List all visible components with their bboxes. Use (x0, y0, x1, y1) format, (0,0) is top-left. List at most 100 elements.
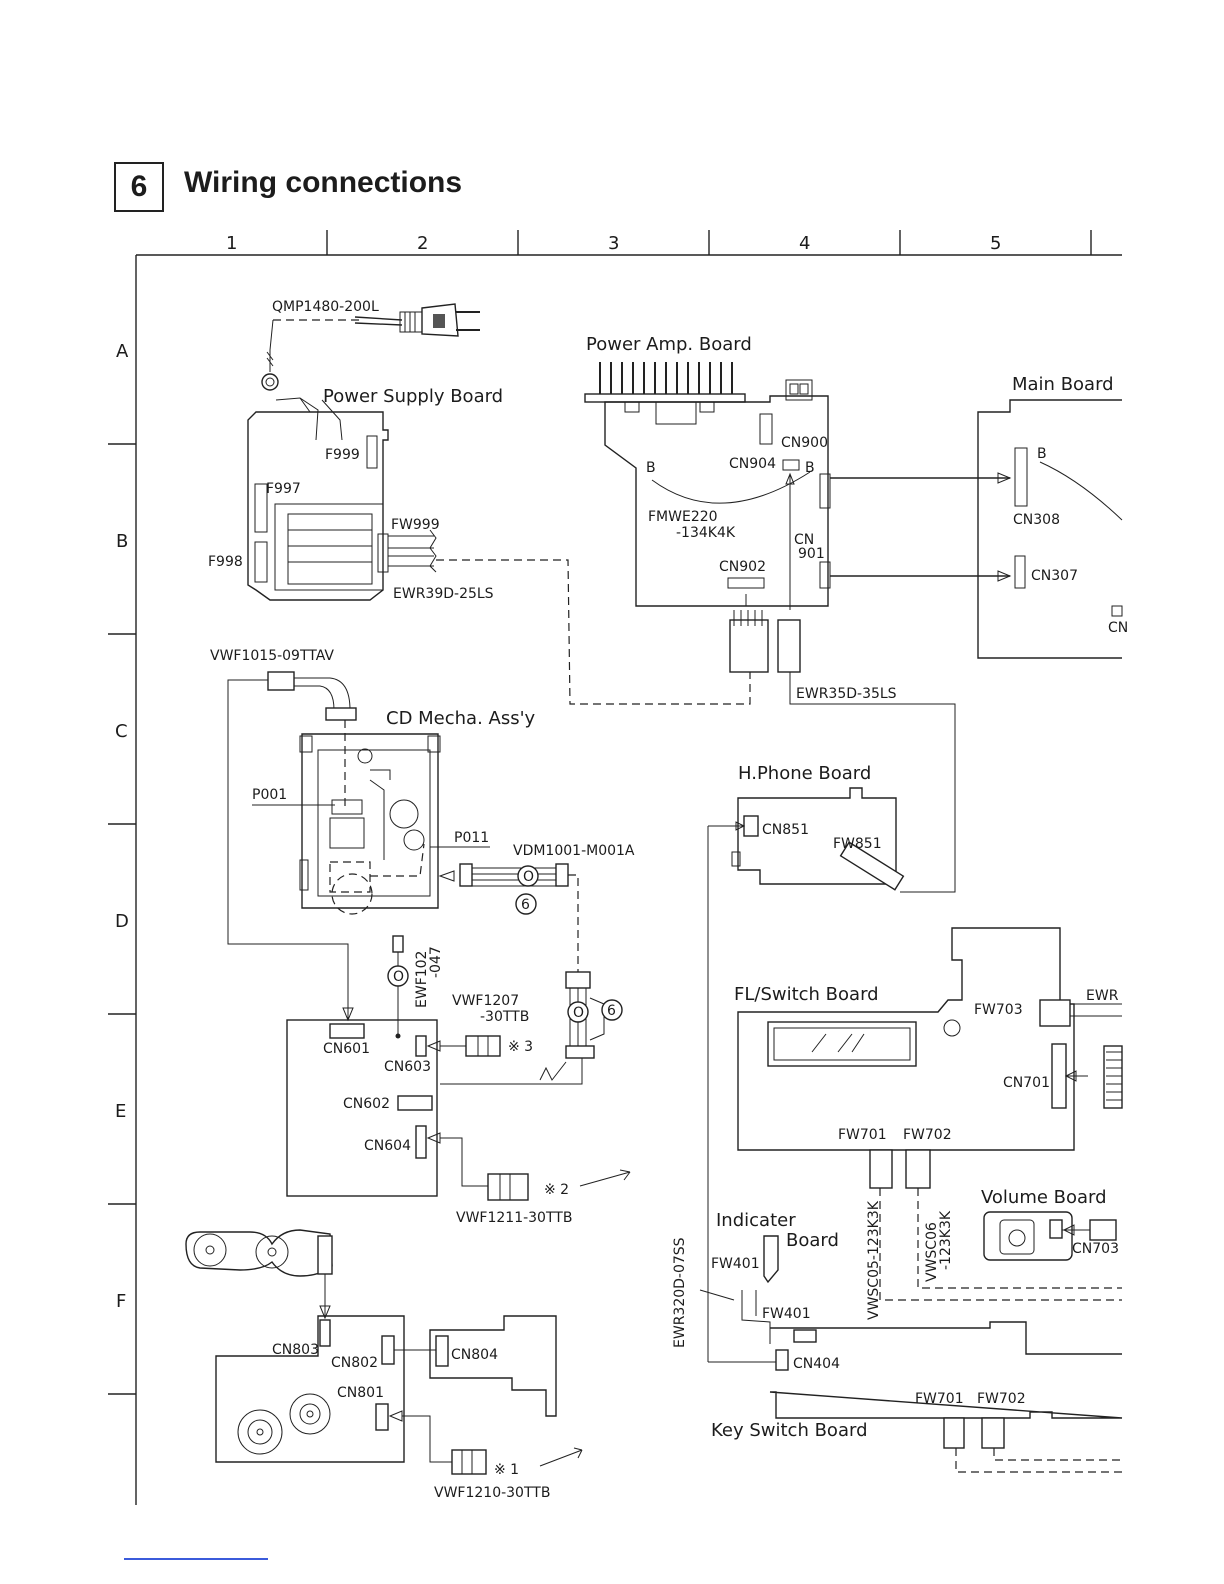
vwf1207-suffix-label: -30TTB (480, 1009, 529, 1025)
key-switch-board (708, 1321, 1123, 1473)
vwf1015-label: VWF1015-09TTAV (210, 648, 334, 664)
cn801-label: CN801 (337, 1385, 384, 1401)
cn601-label: CN601 (323, 1041, 370, 1057)
fw401-top-label: FW401 (711, 1256, 760, 1272)
ewr-cut-label: EWR (1086, 988, 1119, 1004)
cable-vwf1207 (440, 971, 605, 1085)
ref-6-label-2: 6 (607, 1003, 616, 1019)
main-board (830, 399, 1123, 659)
cn900-label: CN900 (781, 435, 828, 451)
heatsink-icon (584, 362, 746, 403)
ribbon-fw701-fw702 (869, 1149, 1122, 1301)
cn701-label: CN701 (1003, 1075, 1050, 1091)
ewf102-suffix-label: -047 (428, 946, 444, 978)
cn803-label: CN803 (272, 1342, 319, 1358)
grid-col-5: 5 (990, 233, 1001, 254)
ribbon-cables-power-amp (729, 472, 956, 893)
vwf1210-label: VWF1210-30TTB (434, 1485, 550, 1501)
volume-board (983, 1211, 1117, 1261)
vwsc06-suffix-label: -123K3K (938, 1210, 954, 1270)
ferrite-o-label-3: O (573, 1005, 584, 1021)
cn602-label: CN602 (343, 1096, 390, 1112)
cn904-label: CN904 (729, 456, 776, 472)
cd-servo-board (286, 1019, 438, 1197)
plug-part-number: QMP1480-200L (272, 299, 379, 315)
fmwe220-suffix-label: -134K4K (676, 525, 736, 541)
fw701-top-label: FW701 (838, 1127, 887, 1143)
vwf1211-label: VWF1211-30TTB (456, 1210, 572, 1226)
fw851-label: FW851 (833, 836, 882, 852)
cd-mecha-label: CD Mecha. Ass'y (386, 708, 536, 729)
ewr320d-label: EWR320D-07SS (672, 1237, 688, 1348)
vwf1207-label: VWF1207 (452, 993, 519, 1009)
grid-row-d: D (115, 911, 129, 932)
cn307-label: CN307 (1031, 568, 1078, 584)
connector-vwf1210 (388, 1410, 583, 1475)
fuse-f999-label: F999 (325, 447, 360, 463)
note-3-label: ※ 3 (508, 1039, 533, 1055)
fw702-top-label: FW702 (903, 1127, 952, 1143)
connector-vwf1211 (426, 1132, 631, 1201)
ref-circle-6-icon (515, 893, 537, 915)
main-board-label: Main Board (1012, 374, 1114, 395)
fl-switch-board (737, 927, 1123, 1151)
h-phone-board (707, 787, 905, 1362)
cn901-number-label: 901 (798, 546, 825, 562)
grid-col-1: 1 (226, 233, 237, 254)
fw702-bottom-label: FW702 (977, 1391, 1026, 1407)
motor-board-cn804 (394, 1315, 557, 1417)
power-amp-board-label: Power Amp. Board (586, 334, 752, 355)
key-switch-board-label: Key Switch Board (711, 1420, 868, 1441)
section-number: 6 (114, 162, 164, 212)
grid-row-b: B (116, 531, 128, 552)
connector-vwf1207 (426, 1035, 567, 1081)
fw999-label: FW999 (391, 517, 440, 533)
volume-board-label: Volume Board (981, 1187, 1107, 1208)
fuse-f997-label: F997 (266, 481, 301, 497)
ewr39d-label: EWR39D-25LS (393, 586, 494, 602)
cn404-label: CN404 (793, 1356, 840, 1372)
note-1-label: ※ 1 (494, 1462, 519, 1478)
vwsc06-label: VWSC06 (924, 1222, 940, 1282)
cn703-label: CN703 (1072, 1241, 1119, 1257)
power-amp-b-left-label: B (646, 460, 656, 476)
h-phone-board-label: H.Phone Board (738, 763, 871, 784)
cn603-label: CN603 (384, 1059, 431, 1075)
power-plug-icon (273, 303, 480, 337)
fl-switch-board-label: FL/Switch Board (734, 984, 879, 1005)
note-2-label: ※ 2 (544, 1182, 569, 1198)
indicater-board-label-2: Board (786, 1230, 839, 1251)
cassette-deck-board (215, 1315, 405, 1463)
cable-vdm1001 (438, 863, 579, 972)
grid-col-3: 3 (608, 233, 619, 254)
cn804-label: CN804 (451, 1347, 498, 1363)
fmwe220-label: FMWE220 (648, 509, 718, 525)
cassette-mechanism-icon (185, 1229, 333, 1320)
power-supply-board-label: Power Supply Board (323, 386, 503, 407)
p001-label: P001 (252, 787, 287, 803)
flex-cable-vwf1015 (227, 671, 357, 1022)
ref-6-label-1: 6 (521, 897, 530, 913)
cn851-label: CN851 (762, 822, 809, 838)
diagram-frame (108, 230, 1122, 1505)
fw703-label: FW703 (974, 1002, 1023, 1018)
power-amp-board (604, 379, 831, 607)
grid-row-c: C (115, 721, 128, 742)
footer-rule (124, 1558, 268, 1560)
cn604-label: CN604 (364, 1138, 411, 1154)
ferrite-core-icon (517, 865, 539, 887)
grid-col-4: 4 (799, 233, 810, 254)
fw401-bottom-label: FW401 (762, 1306, 811, 1322)
cn901-label: CN (794, 532, 814, 548)
cn902-label: CN902 (719, 559, 766, 575)
grid-col-2: 2 (417, 233, 428, 254)
fw701-bottom-label: FW701 (915, 1391, 964, 1407)
indicater-board-label-1: Indicater (716, 1210, 796, 1231)
indicater-board (699, 1235, 779, 1344)
ewf102-label: EWF102 (414, 951, 430, 1008)
vdm1001-label: VDM1001-M001A (513, 843, 635, 859)
section-title: Wiring connections (184, 166, 463, 199)
power-supply-board (247, 373, 437, 601)
fuse-f998-label: F998 (208, 554, 243, 570)
